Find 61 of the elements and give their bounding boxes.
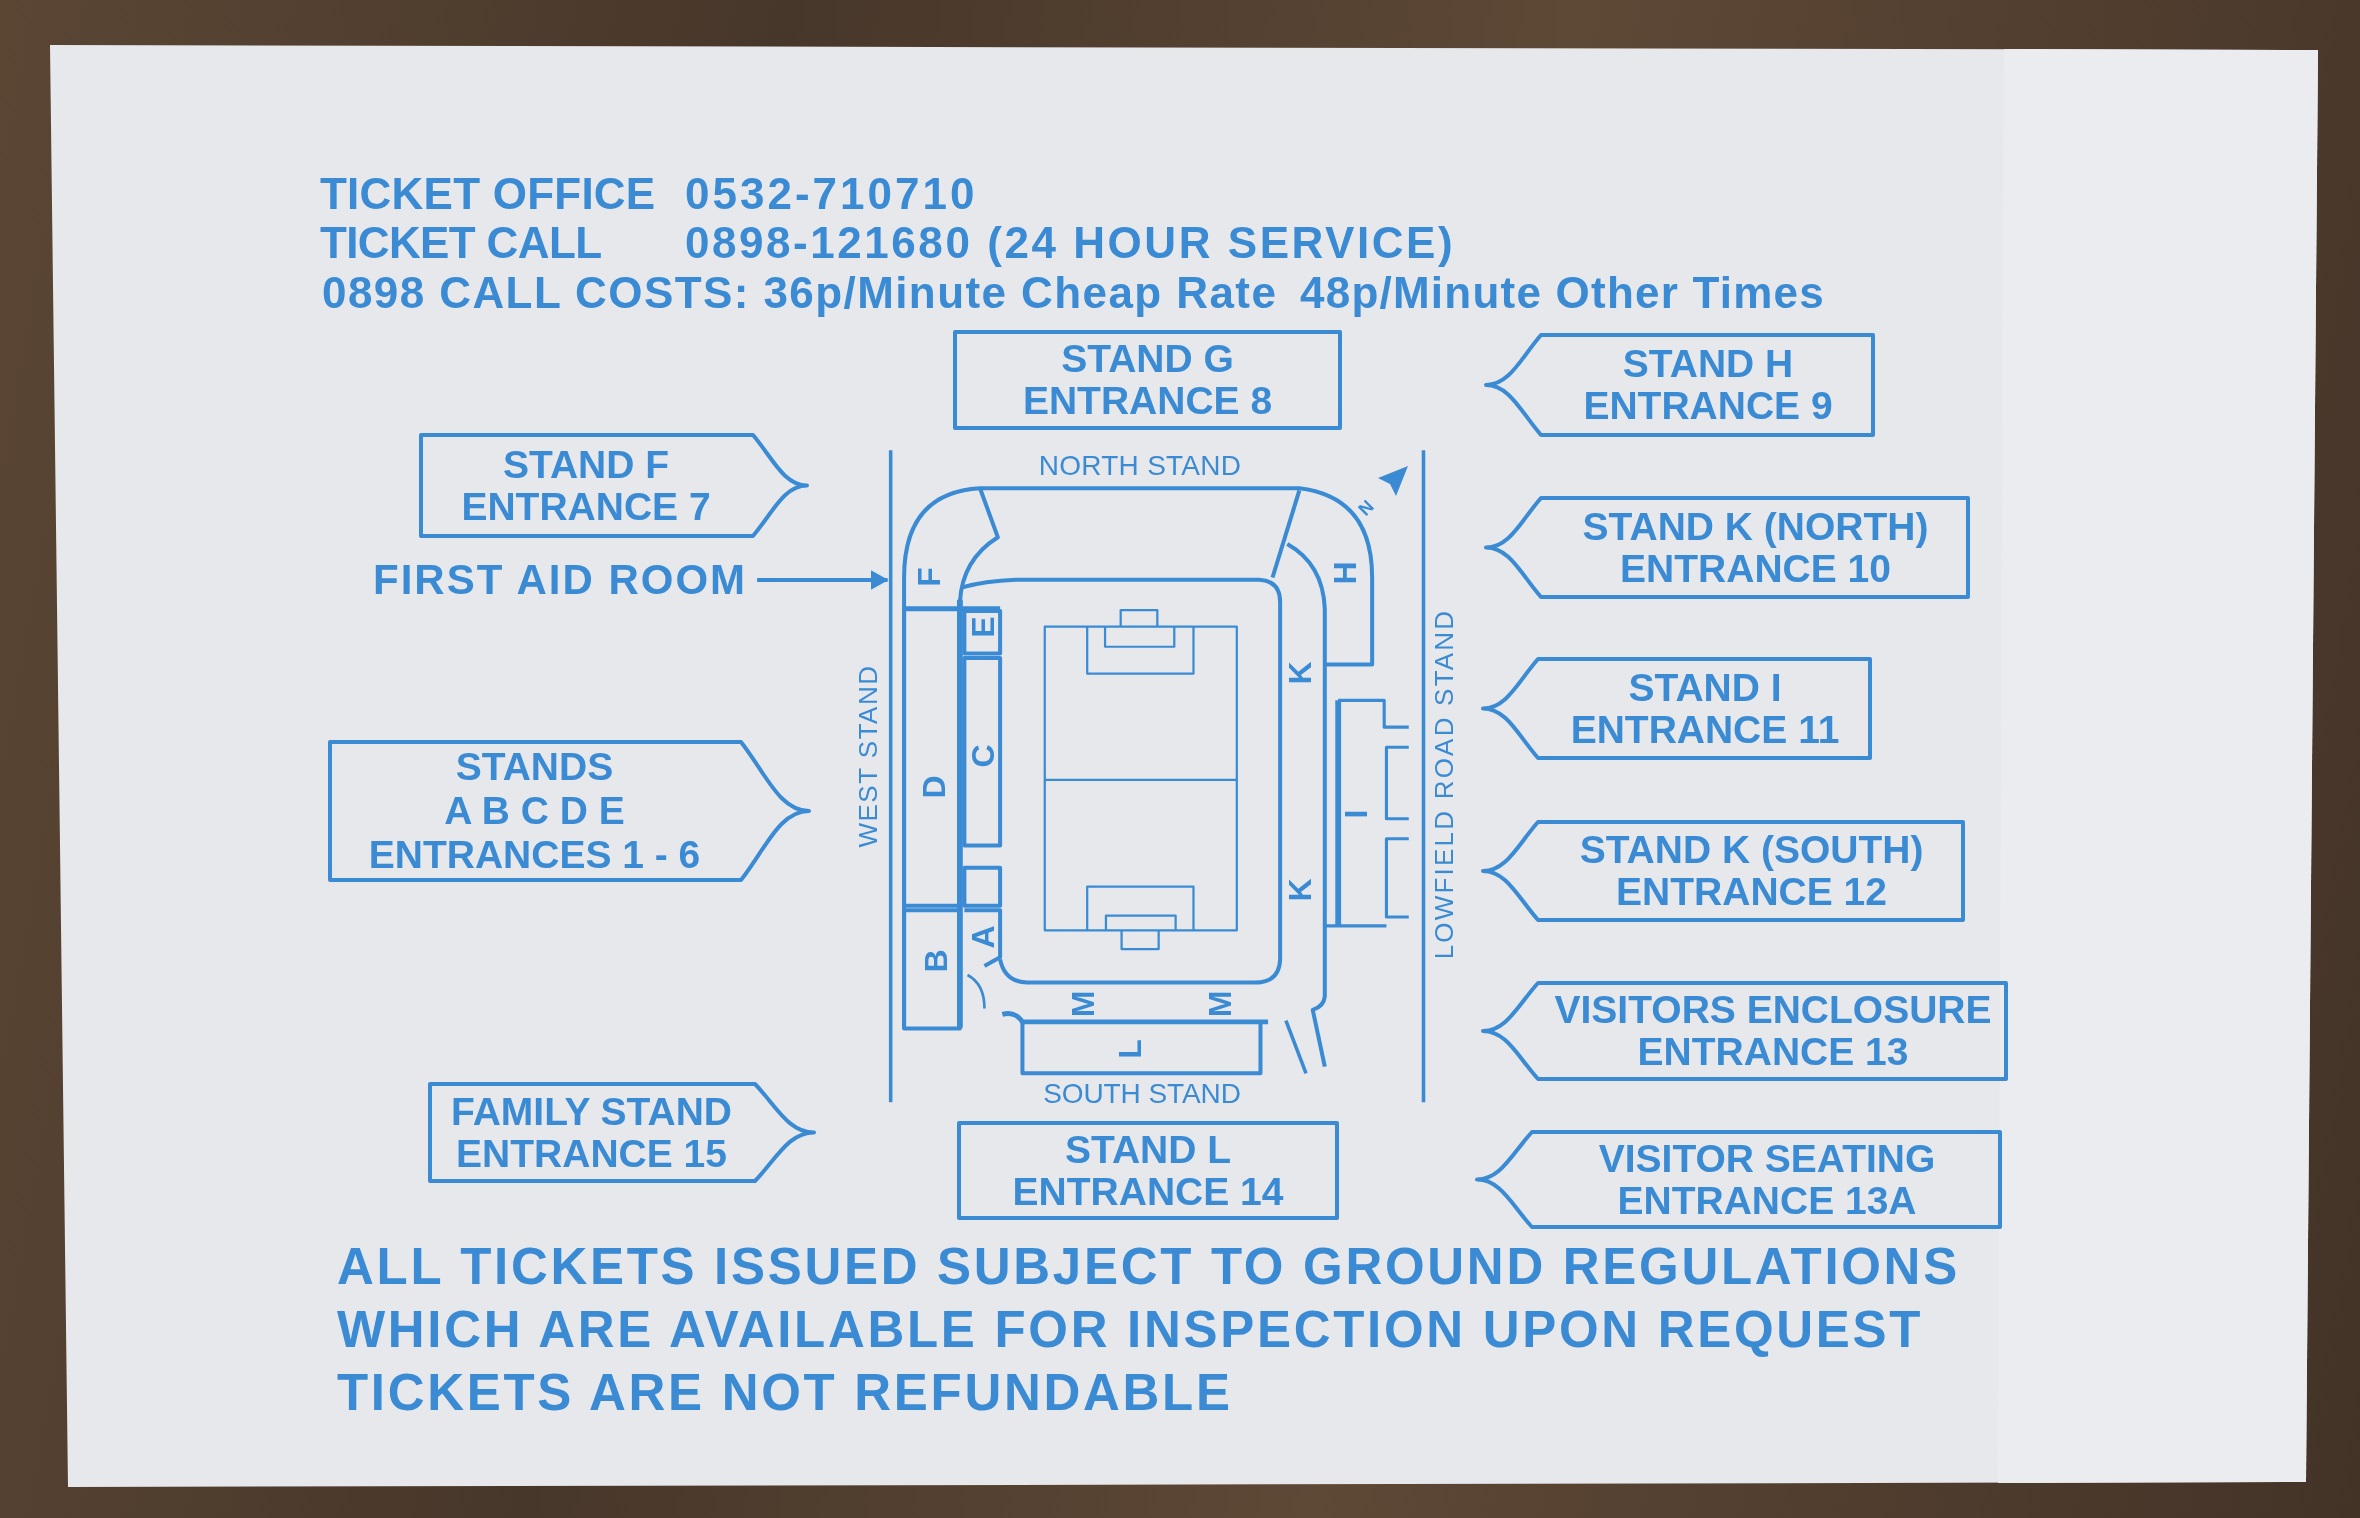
entrance-number: ENTRANCE 14 bbox=[1012, 1170, 1284, 1213]
stand-name: FAMILY STAND bbox=[451, 1090, 732, 1133]
stand-name: STAND F bbox=[502, 443, 670, 486]
entrance-box bbox=[957, 1121, 1339, 1220]
pointer-callout bbox=[1481, 820, 1965, 922]
section-letter: I bbox=[1344, 809, 1370, 819]
pointer-callout bbox=[328, 740, 811, 882]
pointer-callout bbox=[1484, 496, 1970, 599]
stand-name: VISITOR SEATING bbox=[1598, 1137, 1936, 1180]
entrance-number: ENTRANCE 13A bbox=[1617, 1179, 1917, 1222]
entrance-number: ENTRANCES 1 - 6 bbox=[368, 833, 701, 877]
entrance-box bbox=[953, 330, 1342, 430]
entrance-number: ENTRANCE 7 bbox=[461, 485, 711, 528]
section-letter: M bbox=[1071, 990, 1097, 1018]
stand-name: STAND I bbox=[1628, 666, 1782, 709]
map-label: WEST STAND bbox=[855, 664, 881, 848]
rate-note: 48p/Minute Other Times bbox=[1300, 271, 1826, 315]
pointer-callout bbox=[1484, 333, 1875, 437]
entrance-number: ENTRANCE 13 bbox=[1637, 1031, 1909, 1073]
map-label: SOUTH STAND bbox=[1043, 1080, 1241, 1108]
pointer-callout bbox=[1481, 657, 1872, 760]
entrance-number: ENTRANCE 8 bbox=[1022, 380, 1273, 422]
stand-name: VISITORS ENCLOSURE bbox=[1554, 989, 1992, 1031]
phone-number: 0898-121680 (24 HOUR SERVICE) bbox=[685, 221, 1456, 265]
stand-name: STAND L bbox=[1064, 1128, 1232, 1171]
rate-note: 0898 CALL COSTS: 36p/Minute Cheap Rate bbox=[322, 271, 1278, 315]
section-letter: M bbox=[1208, 990, 1234, 1018]
office-label: TICKET OFFICE bbox=[320, 172, 656, 216]
pointer-callout bbox=[1475, 1130, 2002, 1229]
section-letter: E bbox=[971, 616, 997, 638]
section-letter: F bbox=[917, 567, 943, 587]
stand-name: STAND H bbox=[1622, 343, 1794, 385]
terms-text: ALL TICKETS ISSUED SUBJECT TO GROUND REGULATIONS WHICH ARE AVAILABLE FOR INSPECTION UPON REQUEST bbox=[337, 1237, 1961, 1360]
pointer-callout bbox=[1481, 981, 2008, 1081]
map-label: NORTH STAND bbox=[1038, 452, 1242, 480]
stand-name: STAND K (SOUTH) bbox=[1579, 829, 1924, 871]
arrow bbox=[757, 570, 889, 590]
pointer-callout bbox=[419, 433, 809, 538]
entrance-number: ENTRANCE 9 bbox=[1583, 385, 1833, 427]
stand-name: STANDS A B C D E bbox=[443, 745, 626, 833]
room-label: FIRST AID ROOM bbox=[373, 559, 748, 601]
compass-letter: N bbox=[1355, 497, 1377, 519]
terms-text: TICKETS ARE NOT REFUNDABLE bbox=[337, 1363, 1233, 1423]
entrance-number: ENTRANCE 15 bbox=[456, 1132, 727, 1175]
pointer-callout bbox=[428, 1082, 816, 1183]
section-letter: A bbox=[971, 925, 997, 949]
entrance-number: ENTRANCE 11 bbox=[1570, 708, 1840, 751]
phone-number: 0532-710710 bbox=[685, 172, 978, 216]
entrance-number: ENTRANCE 10 bbox=[1620, 547, 1891, 590]
section-letter: H bbox=[1333, 561, 1359, 585]
section-letter: L bbox=[1118, 1039, 1144, 1059]
stand-name: STAND K (NORTH) bbox=[1582, 505, 1929, 548]
map-label: LOWFIELD ROAD STAND bbox=[1431, 608, 1457, 960]
entrance-number: ENTRANCE 12 bbox=[1616, 871, 1887, 913]
stand-name: STAND G bbox=[1061, 338, 1234, 380]
section-letter: D bbox=[922, 775, 948, 799]
office-label: TICKET CALL bbox=[320, 221, 602, 265]
section-letter: K bbox=[1288, 661, 1314, 685]
section-letter: B bbox=[924, 949, 950, 973]
section-letter: C bbox=[971, 744, 997, 768]
section-letter: K bbox=[1288, 878, 1314, 902]
